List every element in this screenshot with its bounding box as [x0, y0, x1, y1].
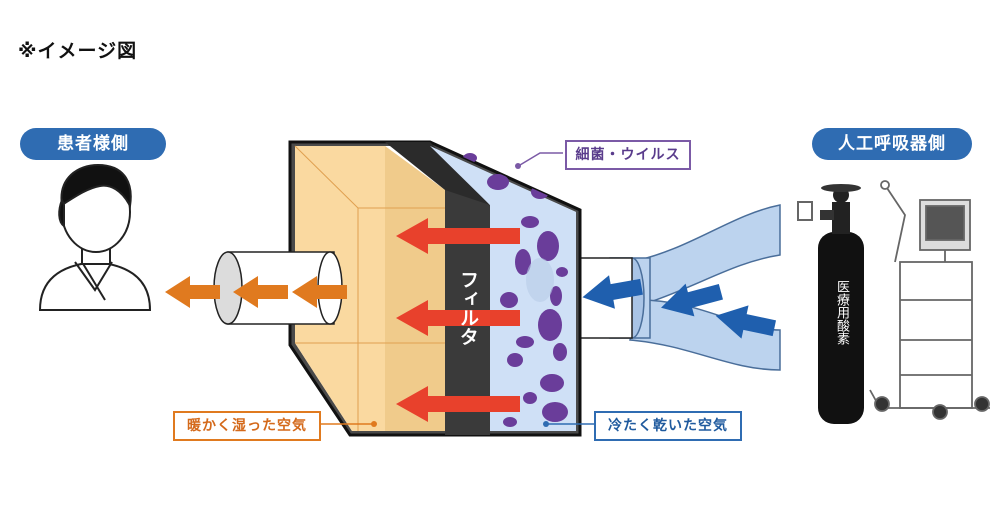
ventilator-side-label: 人工呼吸器側: [812, 128, 972, 160]
hose-upper: [628, 204, 781, 303]
cold-chamber: [430, 146, 576, 431]
hose-lower: [629, 299, 781, 371]
image-note: ※イメージ図: [18, 40, 138, 62]
patient-side-label: 患者様側: [20, 128, 166, 160]
filter-airflow-arrows: [396, 218, 520, 422]
cold-air-label: 冷たく乾いた空気: [594, 411, 742, 441]
germ-label: 細菌・ウイルス: [565, 140, 691, 170]
cold-air-arrows: [582, 275, 777, 339]
oxygen-label: 医療用酸素: [834, 280, 849, 345]
warm-air-arrows: [165, 276, 347, 308]
patient-figure: [38, 163, 152, 311]
ventilator-icon: [869, 180, 990, 420]
filter-label: フィルタ: [457, 270, 479, 346]
warm-air-label: 暖かく湿った空気: [173, 411, 321, 441]
oxygen-tank-icon: [797, 184, 864, 424]
germs: [463, 153, 568, 427]
